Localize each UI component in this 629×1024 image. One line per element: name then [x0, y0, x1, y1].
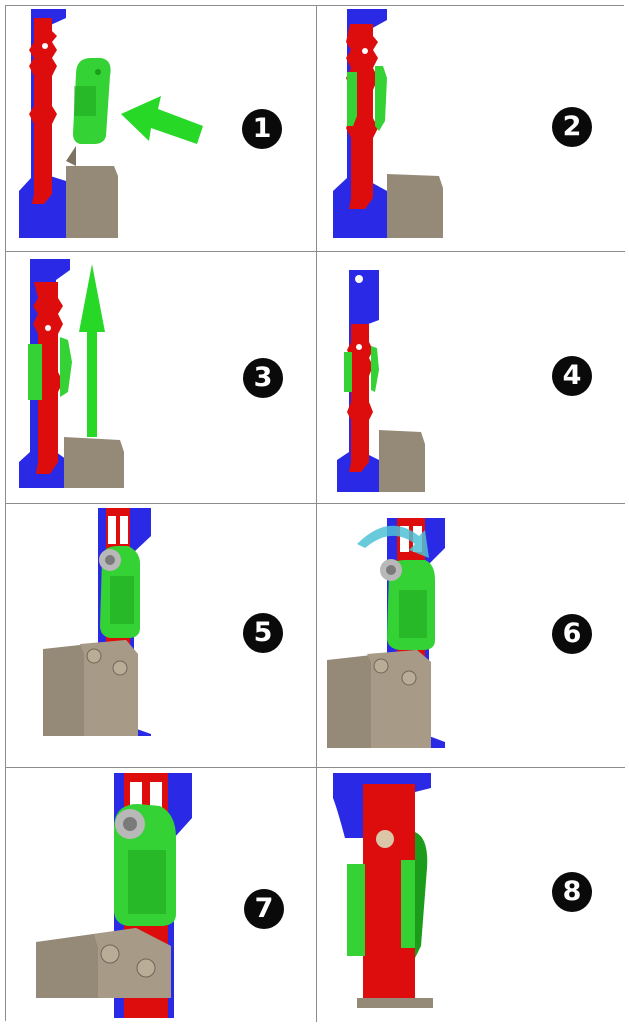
step-number-badge: 5	[243, 613, 283, 653]
step-4-illustration	[337, 270, 425, 492]
rotate-arrow	[357, 525, 429, 558]
step-5-illustration	[43, 508, 151, 736]
green-clip	[387, 560, 435, 650]
step-6-panel: 6	[317, 504, 625, 768]
green-clip	[73, 58, 111, 144]
step-number-badge: 2	[552, 107, 592, 147]
step-3-illustration	[19, 259, 124, 488]
step-number-badge: 3	[243, 358, 283, 398]
step-4-panel: 4	[317, 252, 625, 504]
step-number-badge: 7	[244, 889, 284, 929]
green-clip	[344, 352, 352, 392]
step-number-badge: 6	[552, 614, 592, 654]
red-rail	[29, 18, 57, 204]
step-6-illustration	[327, 518, 445, 748]
step-2-illustration	[333, 9, 443, 238]
step-number-badge: 8	[552, 872, 592, 912]
step-8-panel: 8	[317, 768, 625, 1022]
tan-block	[66, 166, 118, 238]
tan-block	[379, 430, 425, 492]
step-7-panel: 7	[6, 768, 317, 1022]
green-clip	[347, 864, 365, 956]
red-rail	[346, 24, 378, 209]
green-clip	[28, 344, 42, 400]
step-7-illustration	[36, 773, 192, 1018]
red-rail	[33, 282, 63, 474]
red-rail	[347, 324, 373, 472]
tan-block	[64, 437, 124, 488]
instruction-grid: 1 2 3	[5, 5, 625, 1022]
step-8-illustration	[333, 773, 433, 1008]
step-number-badge: 1	[242, 109, 282, 149]
step-1-illustration	[19, 9, 203, 238]
step-number-badge: 4	[552, 356, 592, 396]
step-2-panel: 2	[317, 6, 625, 252]
step-3-panel: 3	[6, 252, 317, 504]
insert-arrow	[121, 96, 203, 144]
step-1-panel: 1	[6, 6, 317, 252]
green-clip	[347, 72, 357, 126]
step-5-panel: 5	[6, 504, 317, 768]
slide-up-arrow	[79, 264, 105, 437]
tan-block	[387, 174, 443, 238]
